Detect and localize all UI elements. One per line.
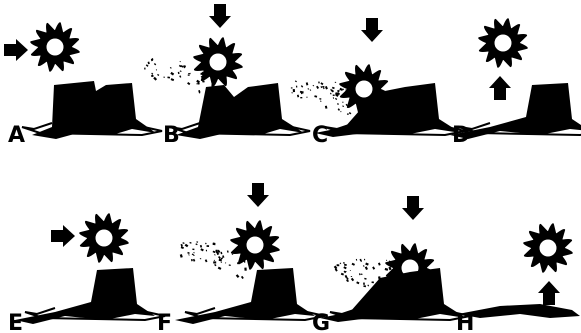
panel-h: H <box>456 223 580 333</box>
panel-label-a: A <box>8 123 25 148</box>
tree-stump-icon <box>320 268 470 322</box>
arrow-down-icon <box>361 18 383 42</box>
panel-g: G <box>312 196 470 333</box>
saw-blade-icon <box>79 213 129 263</box>
panel-label-e: E <box>8 311 23 333</box>
panel-label-b: B <box>163 123 180 148</box>
arrow-right-icon <box>4 39 28 61</box>
panel-label-h: H <box>456 311 474 333</box>
panel-label-g: G <box>312 311 330 333</box>
tree-stump-icon <box>170 83 310 139</box>
arrow-down-icon <box>402 196 424 220</box>
panel-label-f: F <box>157 311 172 333</box>
saw-blade-icon <box>30 22 80 72</box>
arrow-up-icon <box>538 281 560 305</box>
arrow-right-icon <box>51 225 75 247</box>
arrow-down-icon <box>209 4 231 28</box>
panel-label-d: D <box>452 123 470 148</box>
panel-f: F <box>157 183 325 333</box>
tree-stump-icon <box>15 268 165 324</box>
arrow-down-icon <box>247 183 269 207</box>
tree-stump-icon <box>175 268 325 324</box>
panel-b: B <box>144 4 310 148</box>
tree-stump-icon <box>458 304 580 318</box>
panel-e: E <box>8 213 165 333</box>
panel-a: A <box>4 22 162 148</box>
saw-blade-icon <box>193 37 243 87</box>
panel-c: C <box>291 18 465 148</box>
saw-blade-icon <box>478 18 528 68</box>
panel-d: D <box>450 18 581 148</box>
arrow-up-icon <box>489 76 511 100</box>
panel-label-c: C <box>312 123 328 148</box>
tree-stump-icon <box>22 81 162 139</box>
saw-blade-icon <box>523 223 573 273</box>
